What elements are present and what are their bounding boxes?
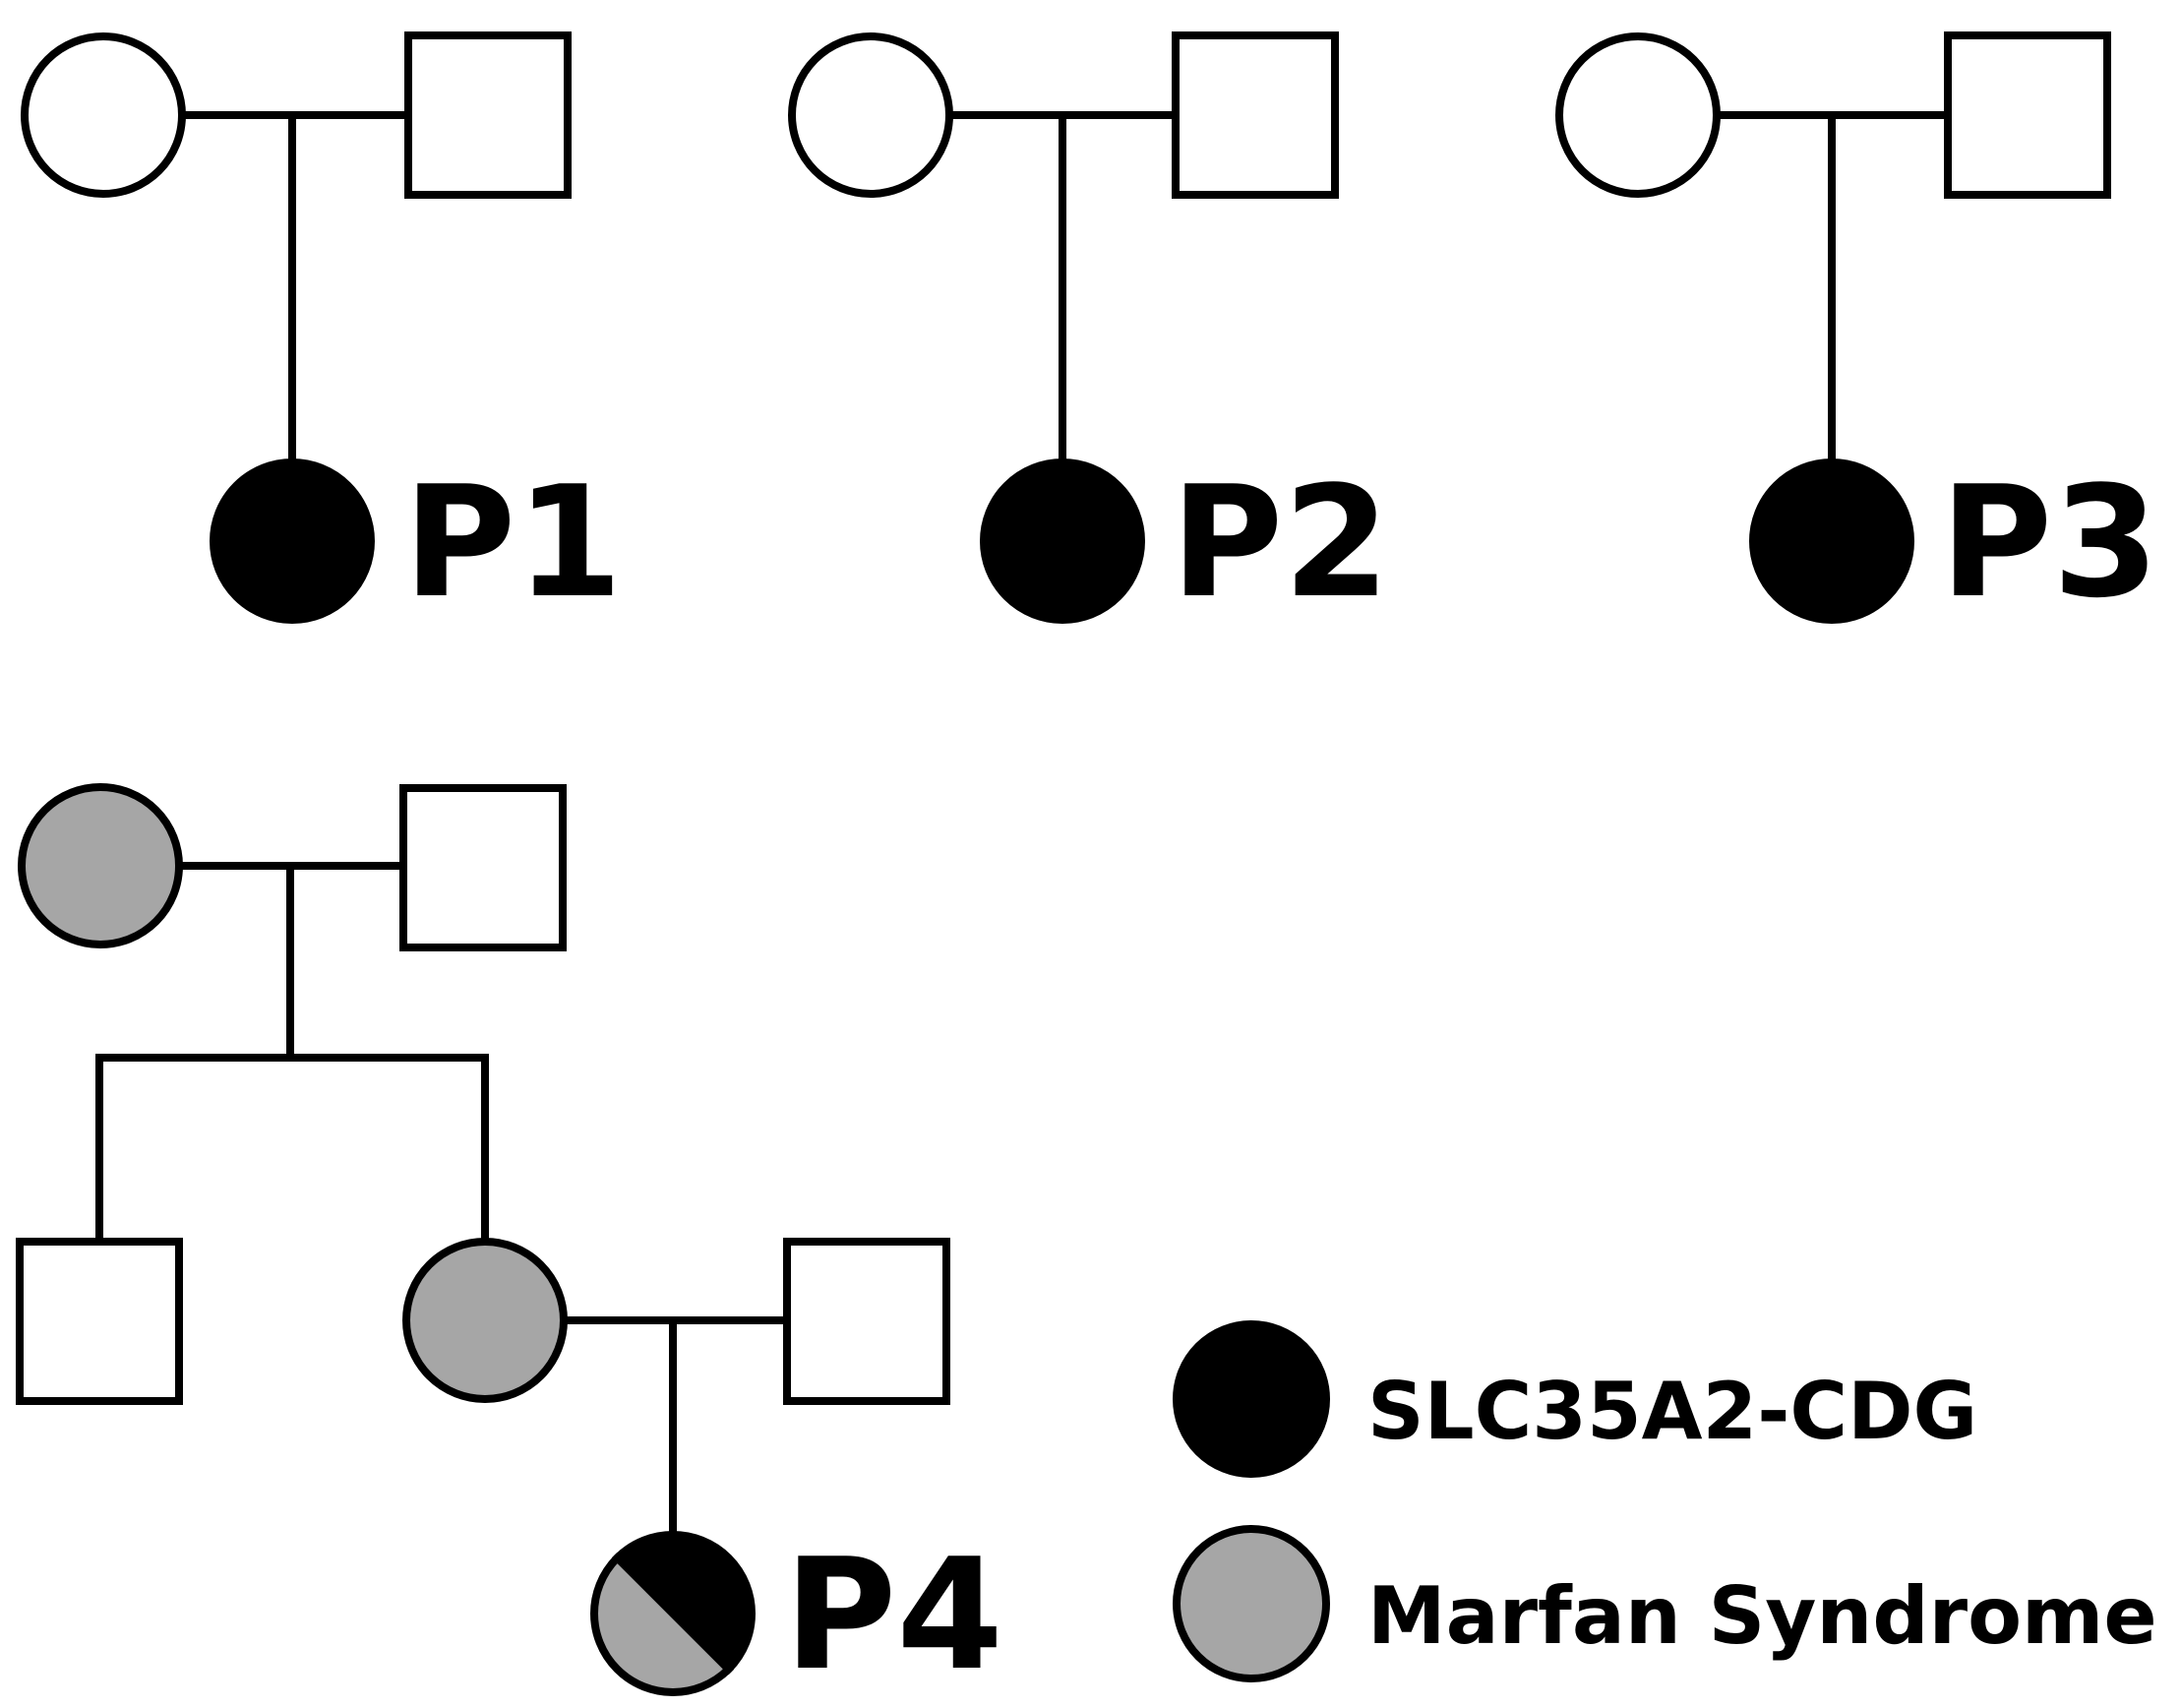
family-1: P1 — [21, 31, 623, 632]
proband-label-p3: P3 — [1940, 453, 2159, 632]
p4-outline — [590, 1531, 756, 1696]
legend-label-slc35a2: SLC35A2-CDG — [1367, 1366, 1977, 1457]
grandfather-unaffected — [399, 784, 567, 951]
mother-unaffected — [788, 32, 953, 198]
father-unaffected — [404, 31, 572, 199]
legend: SLC35A2-CDG Marfan Syndrome — [1173, 1320, 2157, 1682]
proband-label-p4: P4 — [784, 1525, 1003, 1704]
legend-swatch-slc35a2 — [1173, 1320, 1330, 1478]
grandmother-marfan — [18, 783, 183, 948]
father-unaffected — [1944, 31, 2111, 199]
father-unaffected — [783, 1238, 950, 1405]
family-4: P4 — [16, 783, 1003, 1704]
proband-label-p2: P2 — [1171, 453, 1390, 632]
mother-marfan — [402, 1238, 568, 1403]
proband-label-p1: P1 — [403, 453, 623, 632]
p4-black-half — [617, 1534, 753, 1670]
uncle-unaffected — [16, 1238, 183, 1405]
p4-divider — [611, 1552, 735, 1676]
family-2: P2 — [788, 31, 1390, 632]
proband-p4-dual-affected — [590, 1531, 756, 1696]
proband-p1-affected — [210, 458, 375, 624]
mother-unaffected — [21, 32, 186, 198]
family-3: P3 — [1555, 31, 2159, 632]
mother-unaffected — [1555, 32, 1721, 198]
proband-p2-affected — [980, 458, 1145, 624]
legend-label-marfan: Marfan Syndrome — [1367, 1570, 2157, 1662]
father-unaffected — [1172, 31, 1339, 199]
proband-p3-affected — [1749, 458, 1914, 624]
p4-grey-half — [593, 1557, 729, 1693]
legend-swatch-marfan — [1173, 1525, 1330, 1682]
